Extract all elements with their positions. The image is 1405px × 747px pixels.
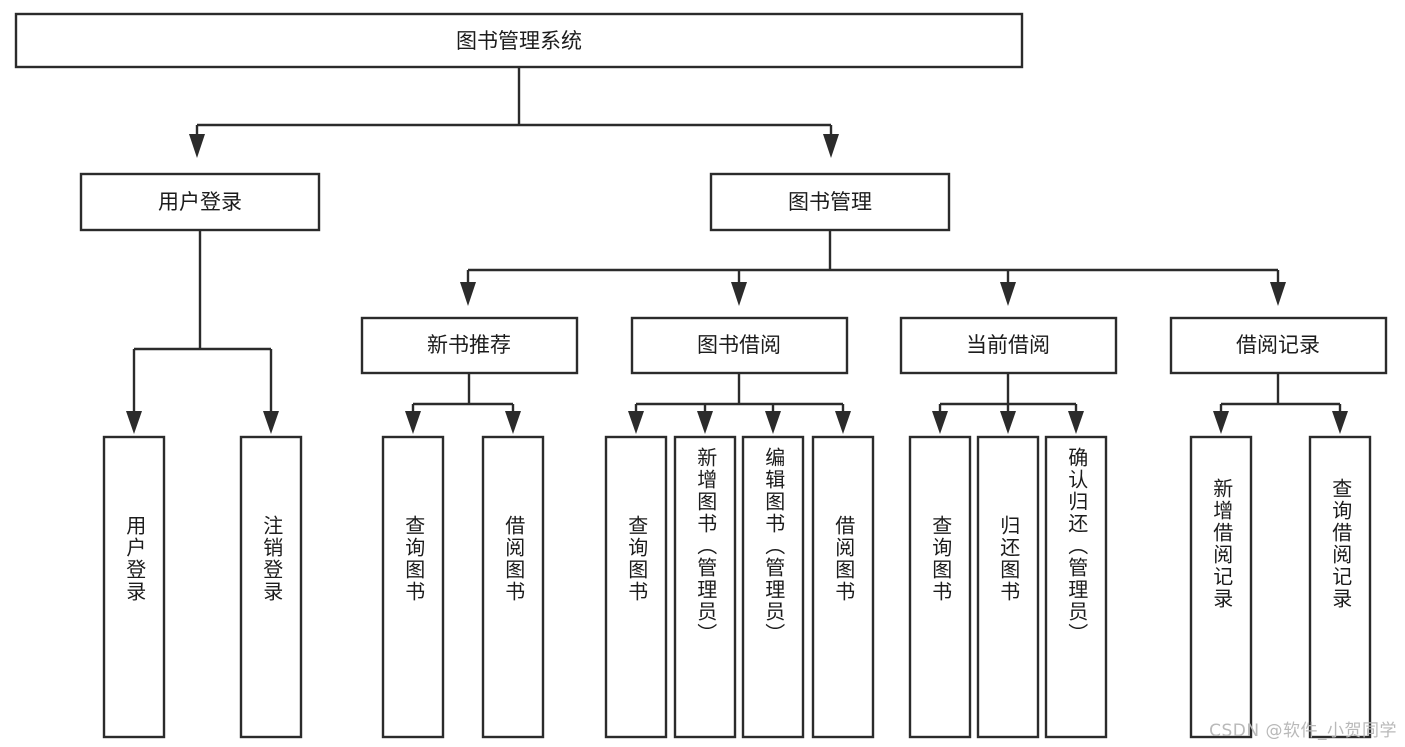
node-borrow-record-box[interactable]: [1169, 316, 1388, 375]
arrowhead-level3-current-borrow: [1000, 282, 1016, 306]
arrowhead-book-borrow-leaf-1: [628, 411, 644, 434]
arrowhead-current-borrow-leaf-3: [1068, 411, 1084, 434]
arrowhead-level3-borrow-record: [1270, 282, 1286, 306]
leaf-box-borrow-record-2[interactable]: [1308, 435, 1372, 739]
arrowhead-user-login-leaf-2: [263, 411, 279, 434]
node-book-borrow-label: 图书借阅: [697, 333, 781, 357]
node-root-box[interactable]: [14, 12, 1024, 69]
node-current-borrow-box[interactable]: [899, 316, 1118, 375]
arrowhead-level3-new-book: [460, 282, 476, 306]
leaf-box-current-borrow-3[interactable]: [1044, 435, 1108, 739]
leaf-box-borrow-record-1[interactable]: [1189, 435, 1253, 739]
leaf-box-current-borrow-2[interactable]: [976, 435, 1040, 739]
node-book-mgmt-label: 图书管理: [788, 190, 872, 214]
arrowhead-level3-book-borrow: [731, 282, 747, 306]
arrowhead-borrow-record-leaf-2: [1332, 411, 1348, 434]
node-book-borrow-box[interactable]: [630, 316, 849, 375]
leaf-box-new-book-1[interactable]: [381, 435, 445, 739]
leaf-box-book-borrow-4[interactable]: [811, 435, 875, 739]
node-borrow-record-label: 借阅记录: [1236, 333, 1320, 357]
arrowhead-root-to-user-login: [189, 134, 205, 158]
node-new-book-recommend-label: 新书推荐: [427, 333, 511, 357]
arrowhead-borrow-record-leaf-1: [1213, 411, 1229, 434]
arrowhead-root-to-book-mgmt: [823, 134, 839, 158]
leaf-box-user-login-1[interactable]: [102, 435, 166, 739]
arrowhead-user-login-leaf-1: [126, 411, 142, 434]
arrowhead-current-borrow-leaf-1: [932, 411, 948, 434]
arrowhead-new-book-leaf-1: [405, 411, 421, 434]
arrowhead-book-borrow-leaf-4: [835, 411, 851, 434]
node-user-login-label: 用户登录: [158, 190, 242, 214]
arrowhead-current-borrow-leaf-2: [1000, 411, 1016, 434]
node-root-label: 图书管理系统: [456, 29, 582, 53]
arrowhead-new-book-leaf-2: [505, 411, 521, 434]
leaf-box-current-borrow-1[interactable]: [908, 435, 972, 739]
node-current-borrow-label: 当前借阅: [966, 333, 1050, 357]
node-book-mgmt-box[interactable]: [709, 172, 951, 232]
leaf-box-book-borrow-3[interactable]: [741, 435, 805, 739]
arrowhead-book-borrow-leaf-2: [697, 411, 713, 434]
leaf-box-new-book-2[interactable]: [481, 435, 545, 739]
node-new-book-recommend-box[interactable]: [360, 316, 579, 375]
watermark-text: CSDN @软件_小贺同学: [1209, 721, 1397, 741]
leaf-box-book-borrow-1[interactable]: [604, 435, 668, 739]
arrowhead-book-borrow-leaf-3: [765, 411, 781, 434]
leaf-box-user-login-2[interactable]: [239, 435, 303, 739]
leaf-box-book-borrow-2[interactable]: [673, 435, 737, 739]
